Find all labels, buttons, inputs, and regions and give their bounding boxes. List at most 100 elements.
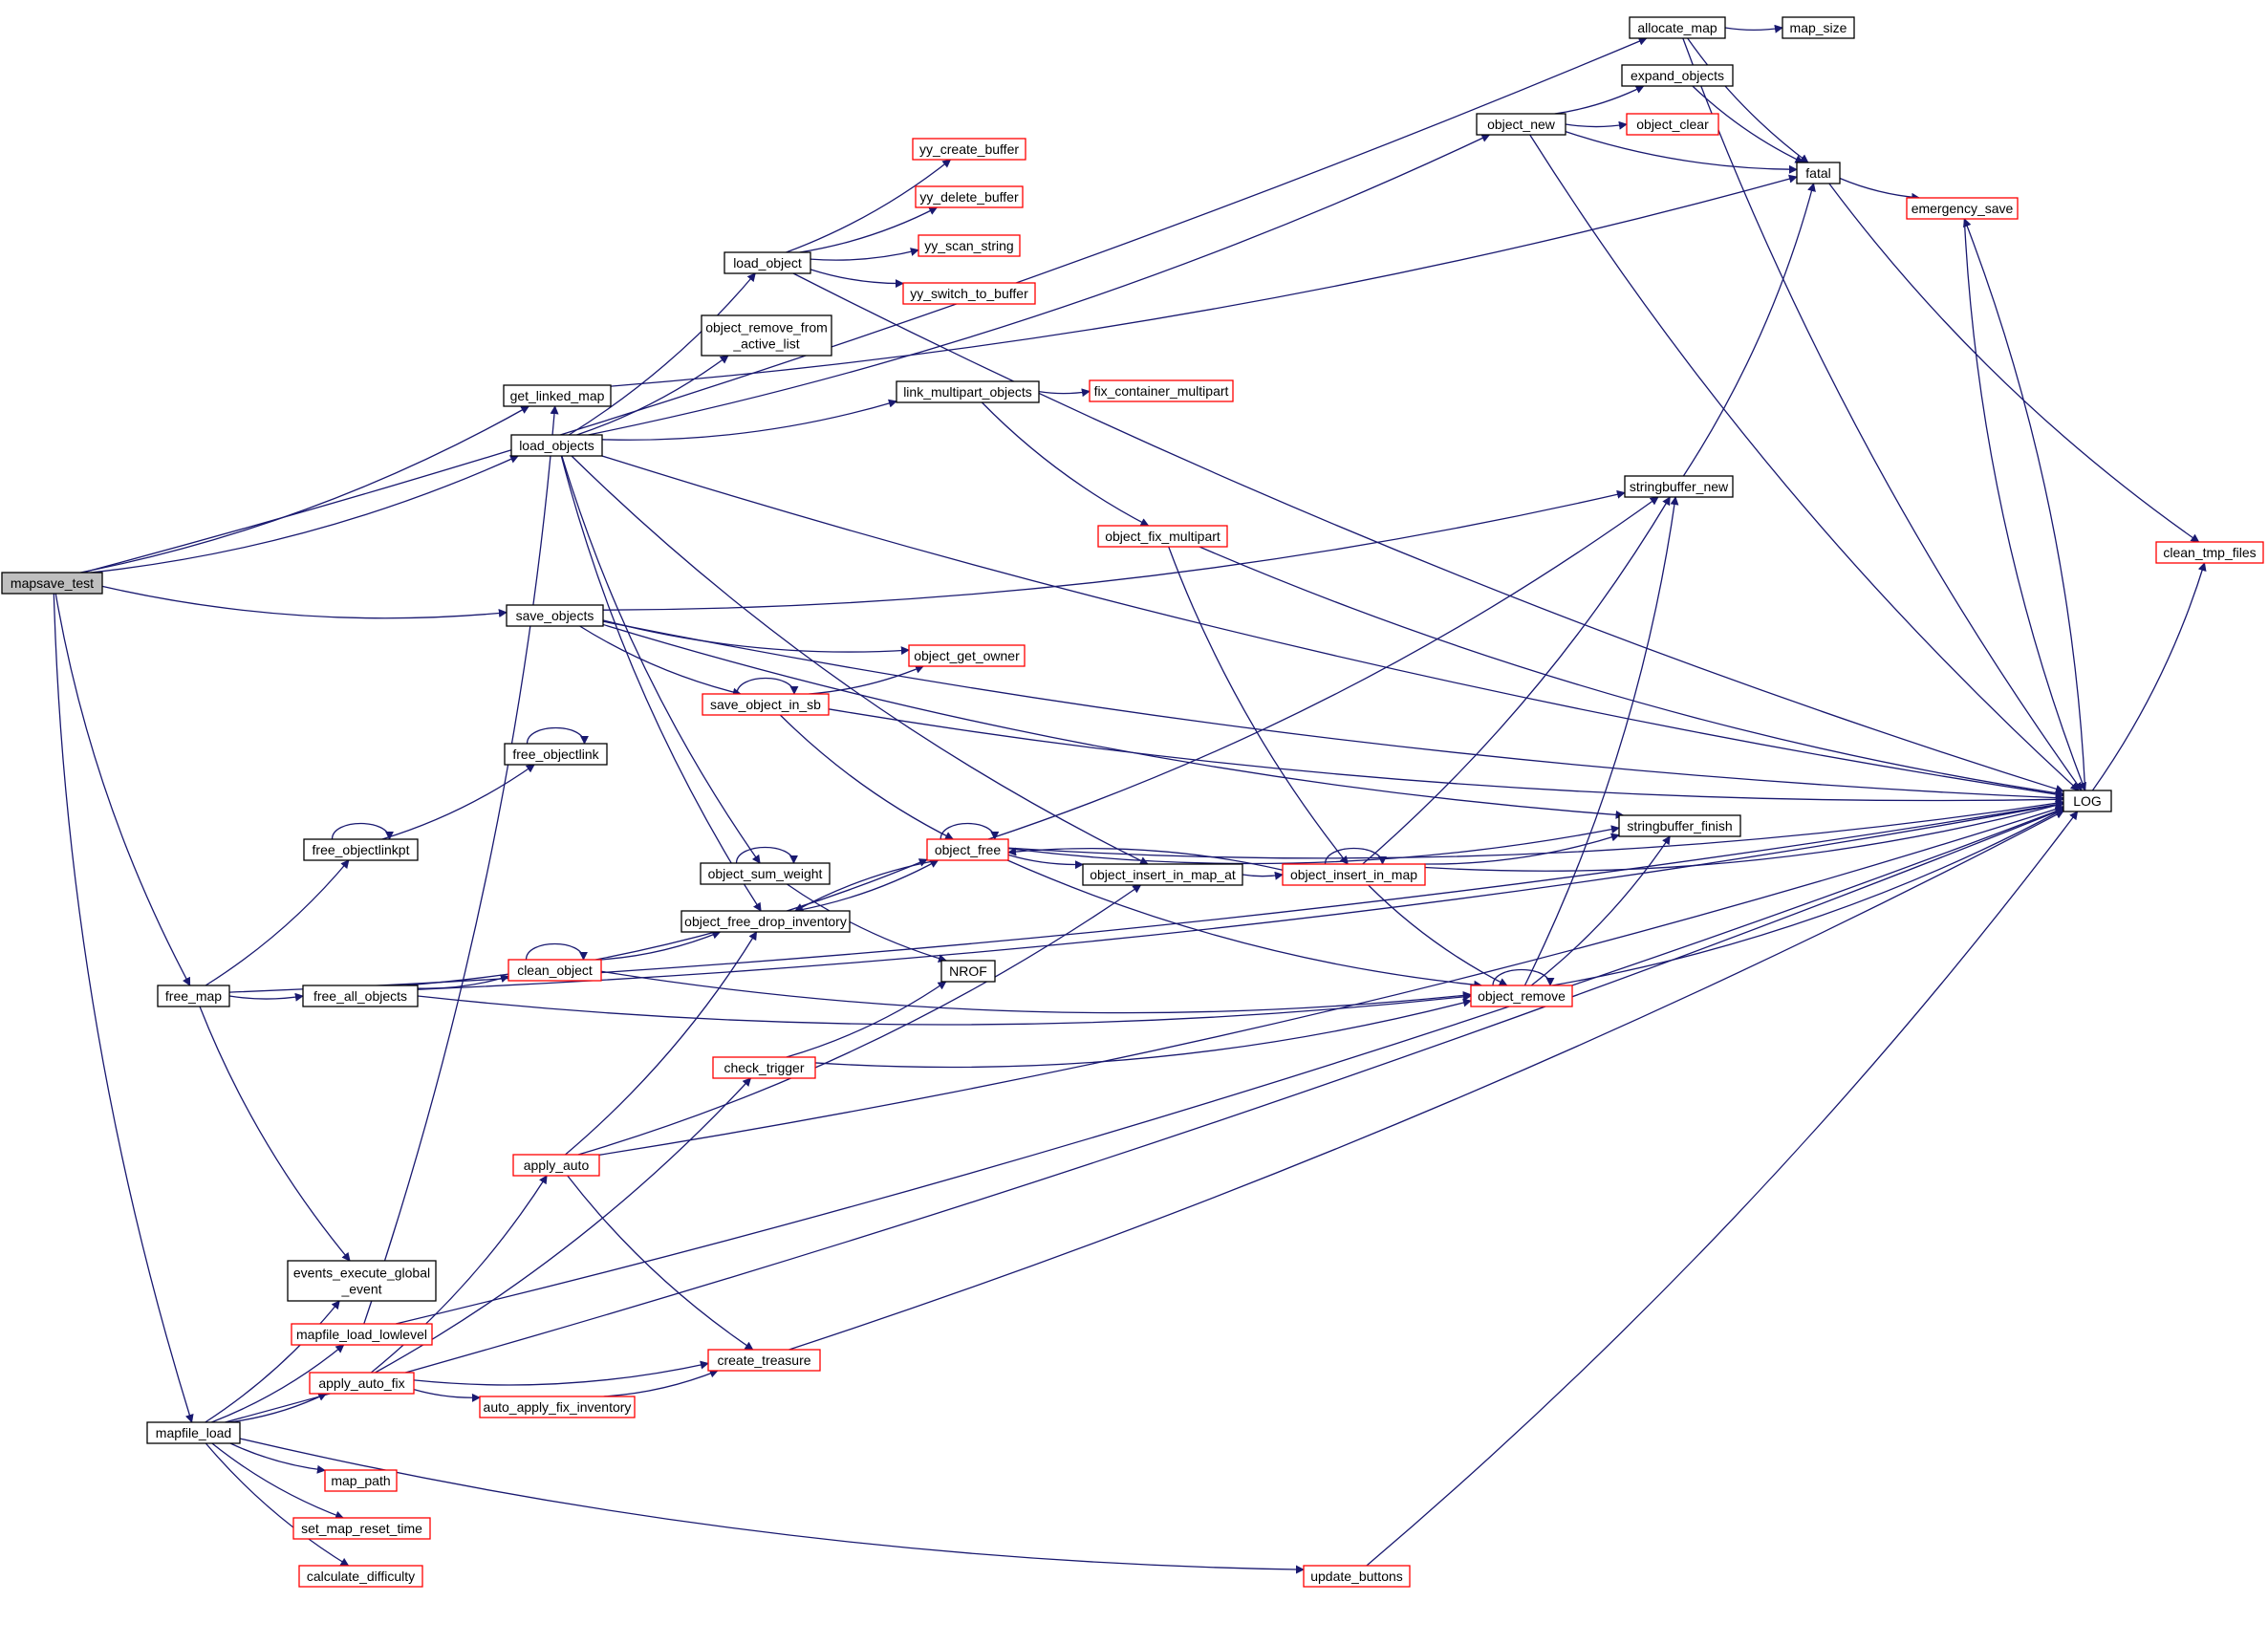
node-fix_container_multipart[interactable]: fix_container_multipart <box>1089 379 1234 402</box>
node-box <box>724 251 811 274</box>
node-fatal[interactable]: fatal <box>1796 162 1841 184</box>
node-object_new[interactable]: object_new <box>1476 113 1566 136</box>
node-box <box>1082 863 1243 886</box>
node-load_object[interactable]: load_object <box>724 251 811 274</box>
node-yy_delete_buffer[interactable]: yy_delete_buffer <box>915 185 1024 208</box>
node-mapfile_load_lowlevel[interactable]: mapfile_load_lowlevel <box>291 1323 433 1346</box>
node-LOG[interactable]: LOG <box>2063 790 2112 812</box>
node-box <box>1626 113 1719 136</box>
node-yy_create_buffer[interactable]: yy_create_buffer <box>912 138 1026 161</box>
edge-load_objects-to-load_object <box>568 272 756 436</box>
node-auto_apply_fix_inventory[interactable]: auto_apply_fix_inventory <box>479 1396 636 1418</box>
node-clean_tmp_files[interactable]: clean_tmp_files <box>2155 541 2264 564</box>
node-label: auto_apply_fix_inventory <box>484 1399 632 1415</box>
node-load_objects[interactable]: load_objects <box>510 434 603 457</box>
edge-update_buttons-to-LOG <box>1366 811 2079 1567</box>
node-object_clear[interactable]: object_clear <box>1626 113 1719 136</box>
edge-apply_auto-to-create_treasure <box>567 1175 754 1351</box>
node-clean_object[interactable]: clean_object <box>508 959 602 982</box>
edge-object_insert_in_map-to-stringbuffer_new <box>1362 496 1671 865</box>
node-label: LOG <box>2073 793 2102 809</box>
node-save_objects[interactable]: save_objects <box>506 604 604 627</box>
node-label: yy_switch_to_buffer <box>910 286 1028 301</box>
node-stringbuffer_finish[interactable]: stringbuffer_finish <box>1618 814 1741 837</box>
node-object_sum_weight[interactable]: object_sum_weight <box>700 862 831 885</box>
node-label: apply_auto_fix <box>318 1375 404 1391</box>
edge-clean_object-to-object_free_drop_inventory <box>600 930 722 961</box>
edge-save_object_in_sb-to-save_object_in_sb <box>736 677 799 695</box>
node-save_object_in_sb[interactable]: save_object_in_sb <box>702 693 830 716</box>
node-events_execute_global_event[interactable]: events_execute_global_event <box>287 1260 437 1302</box>
edge-load_objects-to-object_sum_weight <box>561 455 761 864</box>
node-apply_auto[interactable]: apply_auto <box>512 1154 600 1177</box>
node-allocate_map[interactable]: allocate_map <box>1629 16 1726 39</box>
node-map_path[interactable]: map_path <box>324 1469 398 1492</box>
node-label: link_multipart_objects <box>903 384 1032 400</box>
node-expand_objects[interactable]: expand_objects <box>1621 64 1734 87</box>
edge-check_trigger-to-NROF <box>786 981 947 1058</box>
edge-object_free-to-stringbuffer_new <box>987 496 1659 840</box>
edge-object_insert_in_map_at-to-object_insert_in_map <box>1242 871 1284 880</box>
node-box <box>1782 16 1855 39</box>
node-label: fix_container_multipart <box>1094 383 1229 399</box>
node-create_treasure[interactable]: create_treasure <box>707 1349 821 1372</box>
node-get_linked_map[interactable]: get_linked_map <box>503 384 612 407</box>
node-NROF[interactable]: NROF <box>940 960 996 983</box>
node-map_size[interactable]: map_size <box>1782 16 1855 39</box>
node-label: save_objects <box>516 608 594 623</box>
edge-link_multipart_objects-to-fix_container_multipart <box>1038 388 1091 398</box>
node-label: object_free <box>935 842 1001 857</box>
node-object_insert_in_map_at[interactable]: object_insert_in_map_at <box>1082 863 1243 886</box>
node-yy_scan_string[interactable]: yy_scan_string <box>918 234 1021 257</box>
node-mapfile_load[interactable]: mapfile_load <box>146 1421 241 1444</box>
node-box <box>1618 814 1741 837</box>
node-calculate_difficulty[interactable]: calculate_difficulty <box>298 1565 423 1588</box>
node-apply_auto_fix[interactable]: apply_auto_fix <box>309 1372 415 1395</box>
node-link_multipart_objects[interactable]: link_multipart_objects <box>896 380 1040 403</box>
edge-free_map-to-free_all_objects <box>228 992 304 1002</box>
node-object_free_drop_inventory[interactable]: object_free_drop_inventory <box>680 910 851 933</box>
node-label: free_objectlink <box>512 747 599 762</box>
node-object_insert_in_map[interactable]: object_insert_in_map <box>1282 863 1426 886</box>
node-object_remove_from_active_list[interactable]: object_remove_from_active_list <box>701 314 832 357</box>
node-update_buttons[interactable]: update_buttons <box>1303 1565 1411 1588</box>
node-object_fix_multipart[interactable]: object_fix_multipart <box>1097 525 1228 548</box>
node-box <box>324 1469 398 1492</box>
node-free_objectlink[interactable]: free_objectlink <box>504 743 608 766</box>
node-free_objectlinkpt[interactable]: free_objectlinkpt <box>303 838 419 861</box>
edge-allocate_map-to-LOG <box>1682 37 2083 791</box>
edge-clean_object-to-object_remove <box>600 970 1472 1014</box>
node-label: apply_auto <box>524 1158 590 1173</box>
node-label: clean_tmp_files <box>2163 545 2256 560</box>
node-object_remove[interactable]: object_remove <box>1470 985 1573 1007</box>
node-object_get_owner[interactable]: object_get_owner <box>908 644 1026 667</box>
node-label: yy_scan_string <box>924 238 1013 253</box>
edge-free_map-to-free_objectlinkpt <box>205 859 350 986</box>
node-stringbuffer_new[interactable]: stringbuffer_new <box>1624 475 1734 498</box>
node-box <box>1089 379 1234 402</box>
node-label: object_clear <box>1636 117 1709 132</box>
node-label: expand_objects <box>1631 68 1724 83</box>
edge-save_objects-to-object_get_owner <box>602 619 910 656</box>
node-box <box>302 985 419 1007</box>
node-set_map_reset_time[interactable]: set_map_reset_time <box>292 1517 431 1540</box>
edge-save_objects-to-save_object_in_sb <box>579 625 742 697</box>
edge-object_insert_in_map-to-stringbuffer_finish <box>1424 833 1620 865</box>
node-label: object_new <box>1487 117 1556 132</box>
node-label: emergency_save <box>1912 201 2014 216</box>
node-label: object_free_drop_inventory <box>684 914 847 929</box>
node-object_free[interactable]: object_free <box>926 838 1009 861</box>
node-free_map[interactable]: free_map <box>157 985 230 1007</box>
node-box <box>918 234 1021 257</box>
node-free_all_objects[interactable]: free_all_objects <box>302 985 419 1007</box>
node-label: object_get_owner <box>914 648 1020 663</box>
node-emergency_save[interactable]: emergency_save <box>1906 197 2019 220</box>
node-label: load_object <box>733 255 802 271</box>
edge-object_remove-to-stringbuffer_finish <box>1530 835 1671 986</box>
node-label: fatal <box>1805 165 1830 181</box>
edge-mapfile_load_lowlevel-to-LOG <box>395 807 2064 1325</box>
node-yy_switch_to_buffer[interactable]: yy_switch_to_buffer <box>902 282 1036 305</box>
node-box <box>902 282 1036 305</box>
node-check_trigger[interactable]: check_trigger <box>712 1056 816 1079</box>
node-label: create_treasure <box>717 1353 810 1368</box>
